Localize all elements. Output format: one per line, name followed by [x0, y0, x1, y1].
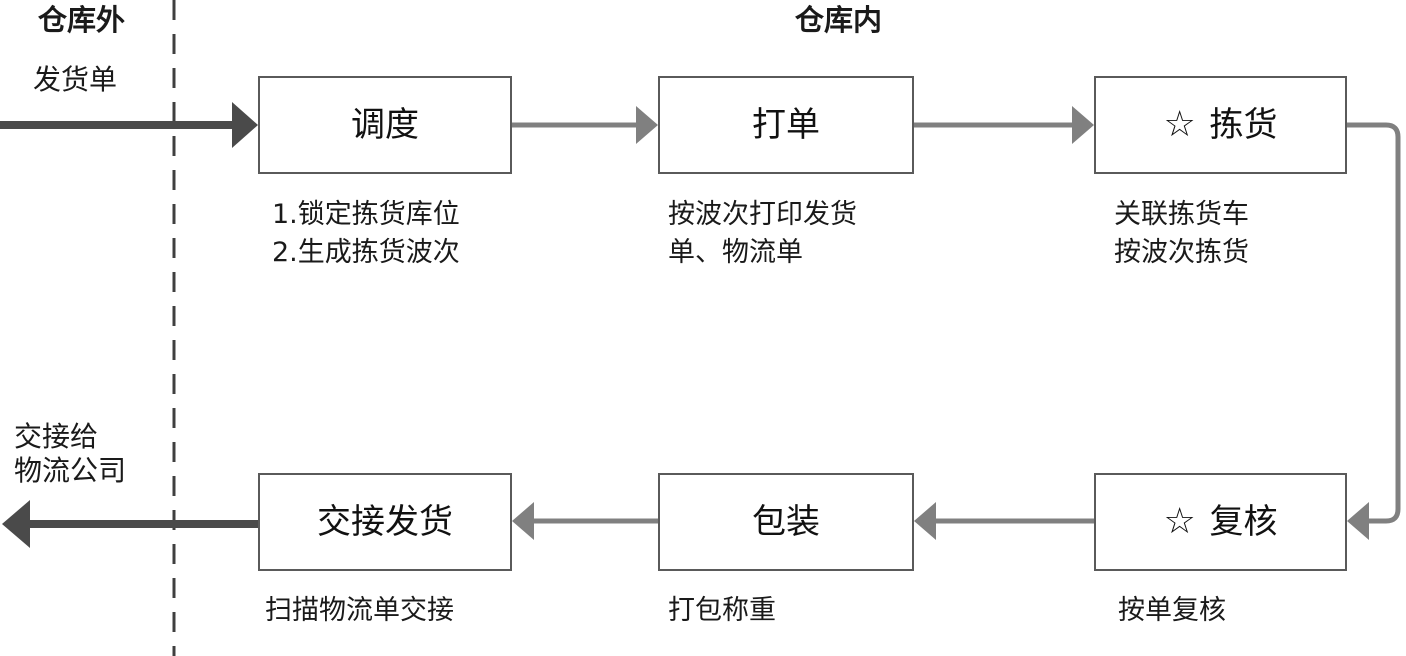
arrow-handover-to-output	[2, 500, 258, 548]
caption-packing: 打包称重	[668, 595, 776, 626]
caption-print-order: 按波次打印发货 单、物流单	[668, 199, 857, 268]
node-print-order-label: 打单	[752, 105, 820, 145]
node-handover-label: 交接发货	[317, 502, 453, 542]
arrow-packing-to-handover	[512, 502, 658, 540]
node-picking[interactable]: ☆ 拣货	[1094, 76, 1347, 174]
arrow-input-to-dispatch	[0, 102, 258, 148]
arrow-picking-to-review	[1347, 122, 1401, 540]
arrow-dispatch-to-print-order	[512, 106, 658, 144]
star-icon: ☆	[1163, 104, 1196, 145]
node-dispatch-label: 调度	[351, 105, 419, 145]
node-picking-label-group: ☆ 拣货	[1164, 105, 1278, 145]
output-label-handover-to-logistics: 交接给 物流公司	[14, 420, 127, 487]
node-review[interactable]: ☆ 复核	[1094, 473, 1347, 571]
star-icon: ☆	[1163, 501, 1196, 542]
node-dispatch[interactable]: 调度	[258, 76, 512, 174]
node-packing[interactable]: 包装	[658, 473, 914, 571]
input-label-shipping-order: 发货单	[33, 63, 118, 96]
zone-title-outside: 仓库外	[38, 3, 126, 37]
node-review-label-group: ☆ 复核	[1164, 502, 1278, 542]
arrow-print-order-to-picking	[914, 106, 1094, 144]
caption-handover: 扫描物流单交接	[265, 595, 454, 626]
zone-title-inside: 仓库内	[795, 3, 883, 37]
caption-review: 按单复核	[1118, 595, 1226, 626]
node-print-order[interactable]: 打单	[658, 76, 914, 174]
node-picking-label: 拣货	[1209, 105, 1278, 145]
caption-dispatch: 1.锁定拣货库位 2.生成拣货波次	[272, 199, 460, 268]
node-review-label: 复核	[1209, 502, 1278, 542]
node-packing-label: 包装	[752, 502, 820, 542]
caption-picking: 关联拣货车 按波次拣货	[1114, 199, 1249, 268]
node-handover[interactable]: 交接发货	[258, 473, 512, 571]
arrow-review-to-packing	[914, 502, 1094, 540]
